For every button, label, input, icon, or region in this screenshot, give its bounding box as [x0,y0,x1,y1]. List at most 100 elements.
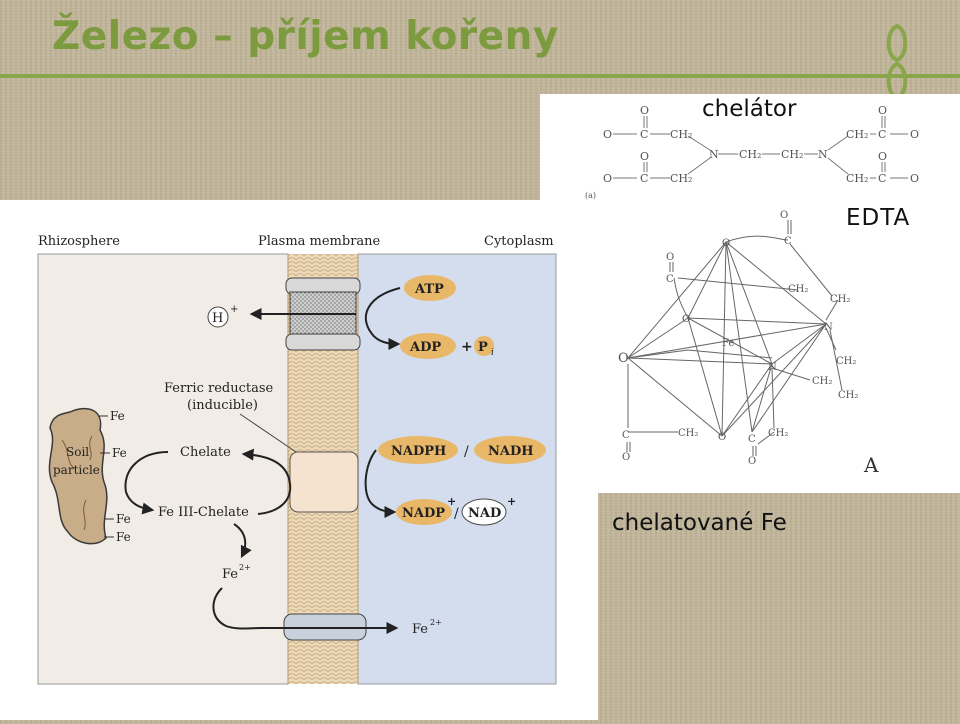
fe3-chelate-label: Fe III-Chelate [158,505,249,520]
chelation-arrow [124,451,169,515]
svg-text:NADPH: NADPH [391,444,446,459]
svg-text:P: P [478,340,488,355]
chelator-formula: O O C CH₂ O O C CH₂ N CH₂ CH₂ N CH₂ O C … [585,104,919,200]
group-label: CH₂ [846,172,868,185]
atom-label: O [910,172,919,185]
fe2-rhizosphere-label: Fe 2+ [222,563,251,582]
atom-label: O [640,150,649,163]
atom-label: O [682,314,690,325]
atom-label: O [718,432,726,443]
atom-label: C [622,430,630,441]
svg-text:Fe: Fe [412,622,428,637]
particle-label: particle [53,463,100,477]
edta-caption: EDTA [846,205,911,231]
svg-text:+: + [461,339,473,355]
svg-text:i: i [491,348,494,358]
cytoplasm-header: Cytoplasm [484,234,554,249]
svg-text:+: + [507,495,516,508]
soil-label: Soil [66,445,89,459]
iron-uptake-diagram-panel: Rhizosphere Plasma membrane Cytoplasm H … [0,200,598,720]
slide-title: Železo – příjem kořeny [52,14,559,59]
atom-label: N [818,148,828,161]
ferric-reductase-protein [289,451,359,513]
atom-label: O [910,128,919,141]
nadph-nadh-badges: NADPH / NADH [378,436,546,464]
atom-label: O [666,252,674,263]
atom-label: Fe [722,338,734,349]
nadp-nad-badges: NADP + / NAD + [396,495,516,526]
atom-label: C [878,172,886,185]
atom-label: O [722,238,730,249]
iron-uptake-diagram: Rhizosphere Plasma membrane Cytoplasm H … [37,234,557,685]
atom-label: O [878,104,887,117]
svg-text:NADP: NADP [402,506,445,521]
atom-label: O [748,456,756,467]
rhizosphere-header: Rhizosphere [38,234,120,249]
atom-label: O [780,210,788,221]
group-label: CH₂ [788,284,808,295]
atom-label: C [640,172,648,185]
svg-text:NAD: NAD [468,506,501,521]
ferric-reductase-label: Ferric reductase [164,381,274,396]
cytoplasm-region [357,253,557,685]
atom-label: O [622,452,630,463]
atom-label: C [666,274,674,285]
svg-text:/: / [454,506,459,522]
atom-label: O [618,351,629,366]
atom-label: O [603,172,612,185]
title-underline [0,74,960,78]
atom-label: C [784,236,792,247]
group-label: CH₂ [846,128,868,141]
part-label: (a) [585,191,596,200]
fe-label: Fe [116,530,131,544]
group-label: CH₂ [830,294,850,305]
group-label: CH₂ [838,390,858,401]
group-label: CH₂ [836,356,856,367]
fe2-uptake-arrow [212,587,399,634]
adp-pi-badge: ADP + P i [400,333,494,359]
ornament-icon [886,23,908,101]
svg-text:H: H [212,311,223,326]
panel-letter: A [863,453,879,477]
fe2-release-arrow [233,523,252,559]
atom-label: O [640,104,649,117]
plasma-membrane-header: Plasma membrane [258,234,381,249]
rhizosphere-region [37,253,289,685]
svg-text:ADP: ADP [409,340,441,355]
group-label: CH₂ [781,148,803,161]
atom-label: N [768,362,777,373]
svg-text:+: + [447,495,456,508]
atom-label: C [640,128,648,141]
atom-label: O [878,150,887,163]
atp-hydrolysis-arrow [364,287,401,350]
reduction-arrow [241,448,292,515]
fe-label: Fe [116,512,131,526]
group-label: CH₂ [670,128,692,141]
atom-label: N [709,148,719,161]
svg-text:2+: 2+ [239,563,251,572]
svg-text:NADH: NADH [488,444,534,459]
group-label: CH₂ [739,148,761,161]
proton-symbol: H + [207,304,238,328]
chelator-structure-panel: O O C CH₂ O O C CH₂ N CH₂ CH₂ N CH₂ O C … [540,94,960,200]
chelator-caption: chelátor [702,96,797,122]
svg-text:2+: 2+ [430,618,442,627]
inducible-label: (inducible) [187,398,258,413]
svg-text:/: / [464,444,469,460]
svg-text:ATP: ATP [414,282,444,297]
edta-complex-panel: O C O O C CH₂ CH₂ O N Fe O CH₂ N CH₂ CH₂… [598,200,960,493]
svg-text:+: + [230,304,238,315]
electron-donor-arrow [364,449,397,518]
group-label: CH₂ [812,376,832,387]
atom-label: C [878,128,886,141]
fe-label: Fe [110,409,125,423]
atom-label: O [603,128,612,141]
chelate-label: Chelate [180,445,231,460]
group-label: CH₂ [768,428,788,439]
chelated-fe-caption: chelatované Fe [612,510,787,536]
fe-label: Fe [112,446,127,460]
edta-fe-complex: O C O O C CH₂ CH₂ O N Fe O CH₂ N CH₂ CH₂… [618,210,879,477]
atom-label: C [748,434,756,445]
fe2-cytoplasm-label: Fe 2+ [412,618,442,637]
group-label: CH₂ [678,428,698,439]
